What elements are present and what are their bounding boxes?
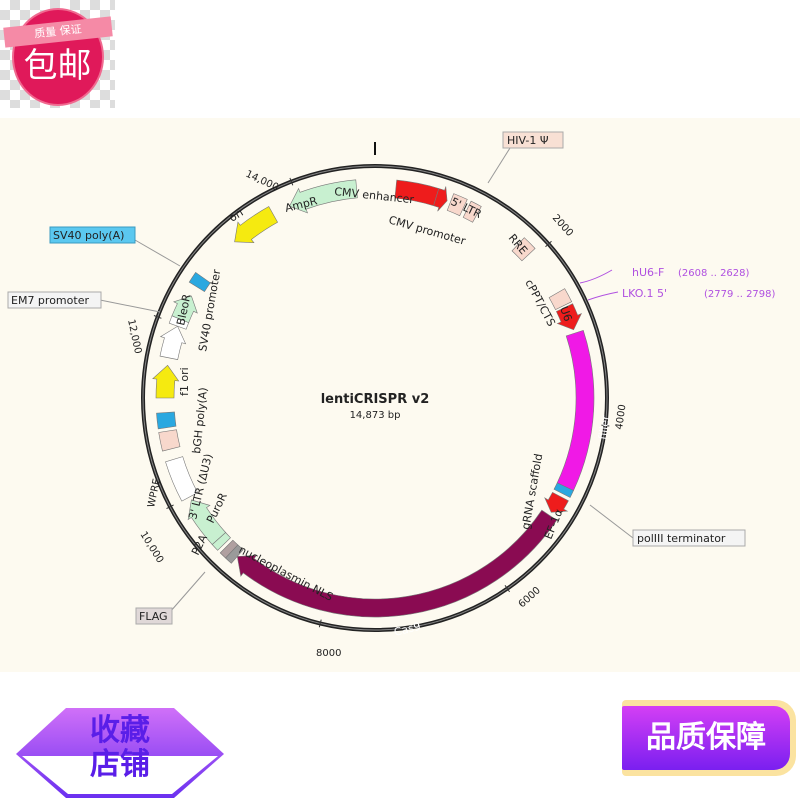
- feature-label-cas9: Cas9: [393, 620, 422, 639]
- feature-cas9: [236, 509, 558, 618]
- tick-mark: [601, 424, 610, 427]
- tick-mark: [318, 619, 322, 628]
- plasmid-name: lentiCRISPR v2: [321, 392, 430, 407]
- free-shipping-badge: 质量 保证 包邮: [0, 0, 115, 108]
- feature-flag: [219, 539, 239, 559]
- plasmid-length: 14,873 bp: [350, 410, 401, 421]
- tick-label: 2000: [550, 213, 575, 239]
- primer-line-lko1: [587, 291, 619, 301]
- tick-label: 4000: [614, 404, 628, 431]
- leader-line: [589, 504, 634, 539]
- backbone-inner: [142, 165, 608, 631]
- feature-3-ltr-u3-: [158, 429, 181, 452]
- label-box-sv40pa: [49, 226, 136, 244]
- favorite-store-button-bg: [16, 708, 224, 798]
- feature-bgh-poly-a-: [156, 411, 177, 430]
- feature-sv40-promoter: [159, 325, 187, 360]
- feature-cmv-promoter: [433, 186, 448, 212]
- tick-label: 6000: [517, 585, 543, 610]
- label-box-em7: [7, 291, 102, 309]
- quality-guarantee-button[interactable]: 品质保障: [622, 700, 796, 776]
- feature-sv40-poly-a-: [188, 271, 211, 293]
- plasmid-map-svg: lentiCRISPR v2 14,873 bp 2000 4000 6000 …: [7, 131, 776, 659]
- leader-line: [169, 571, 206, 613]
- feature-5-ltr: [446, 193, 468, 217]
- leader-line: [99, 299, 161, 313]
- feature-grna-scaffold: [553, 482, 574, 498]
- feature-label-filler: filler: [596, 414, 612, 440]
- feature-label-cmv-promoter: CMV promoter: [387, 213, 467, 247]
- label-poliii: polIII terminator: [637, 532, 726, 545]
- feature-filler: [556, 330, 595, 491]
- quality-guarantee-label: 品质保障: [622, 706, 790, 770]
- feature-rre: [511, 237, 536, 262]
- label-em7: EM7 promoter: [11, 294, 89, 307]
- feature-ampr: [289, 179, 358, 214]
- label-hiv: HIV-1 Ψ: [507, 134, 549, 147]
- primer-hu6f-range: (2608 .. 2628): [678, 268, 750, 279]
- tick-mark: [289, 177, 294, 186]
- primer-lko1-range: (2779 .. 2798): [704, 289, 776, 300]
- feature-label-f1ori: f1 ori: [178, 367, 191, 396]
- tick-label: 8000: [316, 648, 341, 659]
- feature-label-ampr: AmpR: [284, 194, 319, 215]
- tick-mark: [166, 504, 174, 510]
- label-box-hiv: [502, 131, 564, 149]
- badge-text: 包邮: [23, 46, 92, 86]
- label-box-poliii: [632, 529, 746, 547]
- feature-f1-ori: [152, 364, 180, 399]
- feature-cppt-cts: [548, 288, 573, 311]
- label-wpre: WPRE: [146, 478, 163, 509]
- feature-bleor: [171, 295, 198, 323]
- tick-label: 10,000: [137, 530, 165, 566]
- leader-line: [487, 147, 511, 184]
- feature-label-bgh: bGH poly(A): [190, 387, 210, 455]
- plasmid-map: lentiCRISPR v2 14,873 bp 2000 4000 6000 …: [0, 118, 800, 672]
- primer-line-hu6f: [579, 269, 613, 284]
- feature-u6: [555, 303, 583, 331]
- favorite-store-line1: 收藏: [90, 713, 150, 748]
- feature-ef-1-: [544, 491, 569, 513]
- feature-label-ori: ori: [227, 206, 246, 225]
- label-sv40pa: SV40 poly(A): [53, 229, 124, 242]
- tick-mark: [504, 585, 511, 593]
- leader-line: [134, 239, 181, 267]
- primer-hu6f-name: hU6-F: [632, 266, 664, 279]
- tick-label: 12,000: [125, 318, 143, 355]
- favorite-store-button[interactable]: 收藏 店铺: [60, 714, 180, 782]
- tick-mark: [545, 240, 552, 248]
- primer-lko1-name: LKO.1 5': [622, 287, 667, 300]
- tick-label: 14,000: [244, 169, 280, 194]
- feature-label-puror: PuroR: [204, 490, 230, 525]
- label-box-flag: [135, 607, 173, 625]
- label-flag: FLAG: [139, 610, 168, 623]
- feature-hiv-1-: [462, 200, 482, 223]
- tick-mark: [153, 315, 162, 319]
- feature-wpre: [165, 456, 199, 502]
- feature-puror: [187, 499, 227, 545]
- feature-label-u6: U6: [557, 305, 574, 324]
- feature-ori: [234, 206, 279, 244]
- favorite-store-line2: 店铺: [90, 747, 150, 782]
